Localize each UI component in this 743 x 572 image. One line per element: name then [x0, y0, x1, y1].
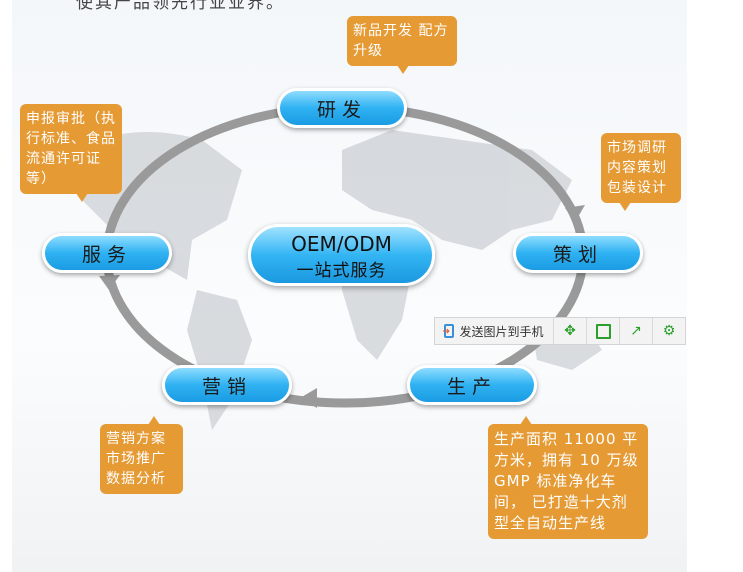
callout-service: 申报审批（执行标准、食品流通许可证等）	[20, 104, 122, 202]
callout-plan: 市场调研 内容策划 包装设计	[601, 133, 681, 211]
settings-icon: ⚙	[662, 323, 676, 339]
send-to-phone-button[interactable]: ➜ 发送图片到手机	[435, 318, 554, 344]
image-toolbar: ➜ 发送图片到手机 ✥ ↗ ⚙	[434, 317, 686, 345]
stage-produce: 生产	[407, 365, 537, 405]
callout-rd: 新品开发 配方升级	[347, 16, 457, 74]
arrow-icon	[300, 388, 317, 408]
phone-send-icon: ➜	[442, 324, 455, 338]
stage-service: 服务	[42, 233, 172, 273]
center-subtitle: 一站式服务	[296, 261, 387, 281]
stage-market: 营销	[162, 365, 292, 405]
callout-produce: 生产面积 11000 平方米，拥有 10 万级 GMP 标准净化车间， 已打造十…	[488, 416, 648, 539]
arrow-icon	[565, 205, 585, 222]
center-title: OEM/ODM	[291, 232, 392, 256]
expand-icon: ✥	[564, 323, 576, 339]
save-button[interactable]	[587, 318, 620, 344]
share-button[interactable]: ↗	[620, 318, 653, 344]
expand-button[interactable]: ✥	[554, 318, 587, 344]
stage-plan: 策划	[513, 233, 643, 273]
save-icon	[595, 323, 611, 339]
center-oem-odm: OEM/ODM 一站式服务	[248, 224, 435, 286]
send-to-phone-label: 发送图片到手机	[459, 324, 544, 339]
share-icon: ↗	[630, 323, 642, 339]
intro-text: 使其产品领先行业业界。	[76, 0, 285, 13]
callout-market: 营销方案 市场推广 数据分析	[100, 416, 183, 494]
arrow-icon	[99, 275, 120, 290]
settings-button[interactable]: ⚙	[653, 318, 685, 344]
stage-rd: 研发	[277, 88, 407, 128]
infographic-image: 使其产品领先行业业界。 研发 策划 生产 营销 服务 OEM/ODM 一站式服务…	[12, 0, 687, 572]
